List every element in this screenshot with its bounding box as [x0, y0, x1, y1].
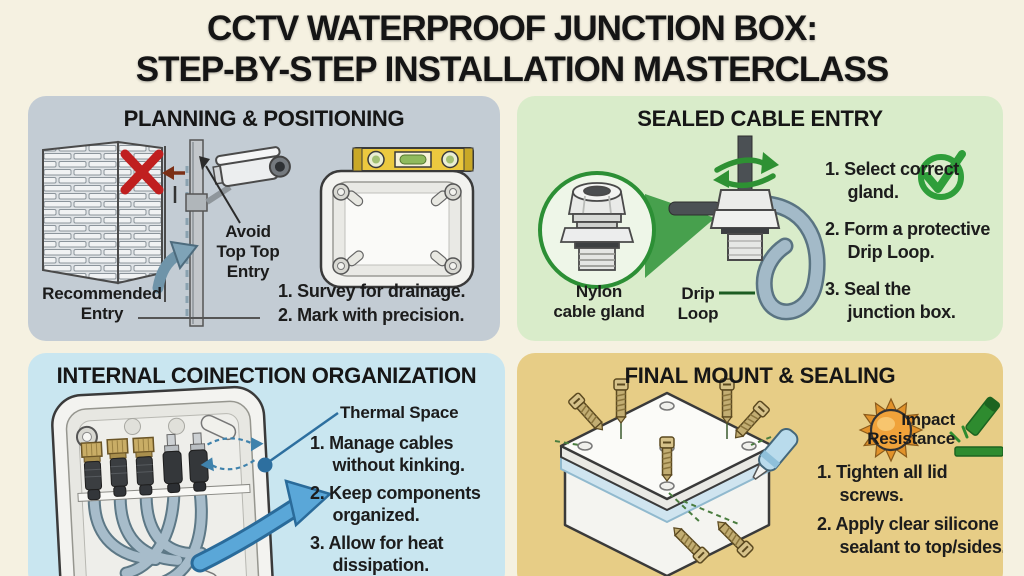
panel-sealed-cable-entry: SEALED CABLE ENTRY [517, 96, 1003, 341]
panel-internal-title: INTERNAL COINECTION ORGANIZATION [56, 363, 477, 388]
spirit-level-icon [352, 147, 474, 172]
panel-planning-title: PLANNING & POSITIONING [123, 106, 405, 131]
silicone-sealant-tube-icon [752, 427, 799, 480]
brick-wall-icon [42, 140, 163, 285]
step-item: 1. Survey for drainage. [278, 281, 466, 301]
step-item: 2. Keep components organized. [310, 483, 481, 525]
step-item: 2. Apply clear silicone sealant to top/s… [817, 514, 1003, 557]
airflow-dashed-arrows-icon [206, 437, 256, 471]
step-item: 2. Form a protective Drip Loop. [825, 219, 991, 262]
impact-resistance-icon [949, 396, 1003, 457]
internal-illustration [51, 385, 339, 576]
final-steps-list: 1. Tighten all lid screws. 2. Apply clea… [817, 461, 1003, 565]
title-line-2: STEP-BY-STEP INSTALLATION MASTERCLASS [135, 50, 889, 89]
panel-planning-positioning: PLANNING & POSITIONING [28, 96, 500, 341]
final-mount-illustration [554, 378, 1003, 576]
page-title: CCTV WATERPROOF JUNCTION BOX: STEP-BY-ST… [0, 8, 1024, 90]
junction-box-icon [319, 169, 475, 289]
avoid-entry-arrow-icon [162, 166, 185, 203]
step-item: 2. Mark with precision. [278, 305, 465, 325]
drip-loop-label: Drip Loop [677, 284, 719, 323]
gland-zoom-circle-icon [538, 171, 656, 289]
title-line-1: CCTV WATERPROOF JUNCTION BOX: [206, 9, 818, 48]
panel-final-title: FINAL MOUNT & SEALING [624, 363, 896, 388]
sealed-entry-illustration [538, 135, 966, 321]
open-junction-box-icon [51, 385, 275, 576]
step-item: 3. Allow for heat dissipation. [310, 533, 444, 575]
recommended-entry-arrow-icon [152, 240, 199, 294]
green-checkmark-icon [918, 150, 966, 200]
sealed-steps-list: 1. Select correct gland. 2. Form a prote… [825, 158, 1003, 338]
dashed-alignment-lines [554, 436, 772, 526]
mounting-pole-icon [189, 139, 204, 327]
step-item: 1. Tighten all lid screws. [817, 462, 948, 505]
step-item: 1. Select correct gland. [825, 159, 959, 202]
internal-steps-list: 1. Manage cables without kinking. 2. Kee… [310, 432, 505, 576]
red-x-icon [120, 149, 164, 195]
avoid-top-entry-label: Avoid Top Top Entry [216, 222, 280, 281]
planning-steps-list: 1. Survey for drainage. 2. Mark with pre… [278, 280, 500, 328]
thermal-space-dot [257, 457, 273, 473]
step-item: 3. Seal the junction box. [825, 279, 956, 322]
sun-icon [858, 397, 924, 463]
planning-illustration [42, 139, 475, 327]
panel-final-mount-sealing: FINAL MOUNT & SEALING [517, 353, 1003, 576]
thermal-space-label: Thermal Space [340, 403, 459, 422]
cables [87, 484, 208, 576]
step-item: 1. Manage cables without kinking. [310, 433, 465, 475]
gland-with-drip-loop-icon [668, 135, 826, 321]
impact-resistance-label: Impact Resistance [867, 410, 955, 448]
nylon-cable-gland-label: Nylon cable gland [553, 282, 645, 321]
blue-curved-arrow-icon [190, 479, 333, 573]
cctv-camera-icon [185, 146, 291, 212]
label-pointer-line [199, 156, 241, 224]
recommended-entry-label: Recommended Entry [42, 284, 162, 323]
panel-sealed-title: SEALED CABLE ENTRY [637, 106, 883, 131]
panel-internal-connection: INTERNAL COINECTION ORGANIZATION [28, 353, 505, 576]
thermal-pointer-line [269, 411, 339, 463]
